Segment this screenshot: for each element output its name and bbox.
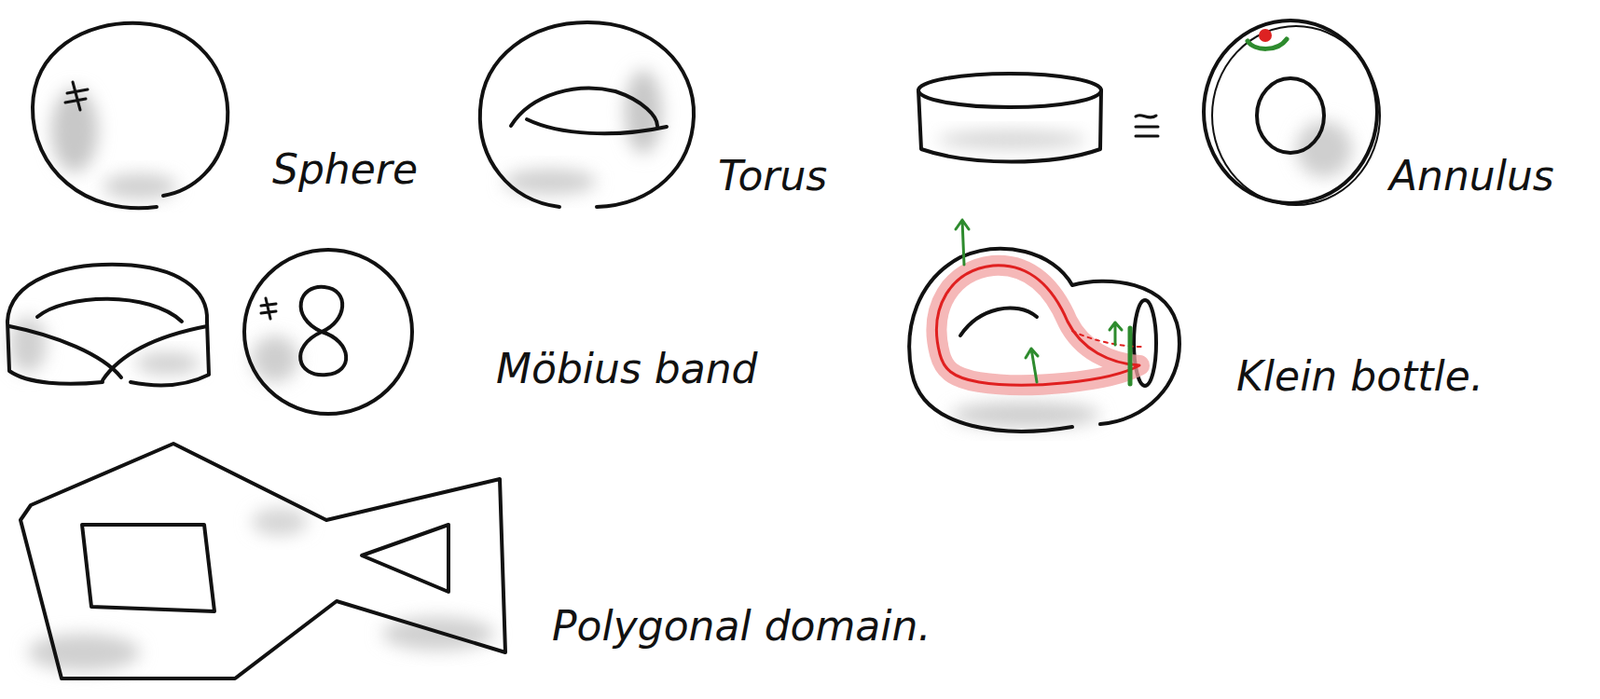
torus-sketch [480,22,694,207]
surface-label: Möbius band [496,346,759,392]
congruence-symbol [1135,115,1159,137]
annulus-band-sketch [918,73,1102,163]
disk-figure-eight-sketch [244,249,413,414]
klein-bottle-sketch [909,220,1180,432]
annulus-disk-sketch [1203,20,1380,206]
polygonal-domain-sketch [20,443,506,679]
surface-label: Klein bottle. [1236,354,1484,400]
surface-label: Polygonal domain. [551,604,931,649]
moebius-band-sketch [7,264,209,386]
surface-label: Sphere [272,147,418,193]
surface-label: Torus [717,153,828,199]
surface-label: Annulus [1389,153,1555,199]
sphere-sketch [32,23,228,208]
